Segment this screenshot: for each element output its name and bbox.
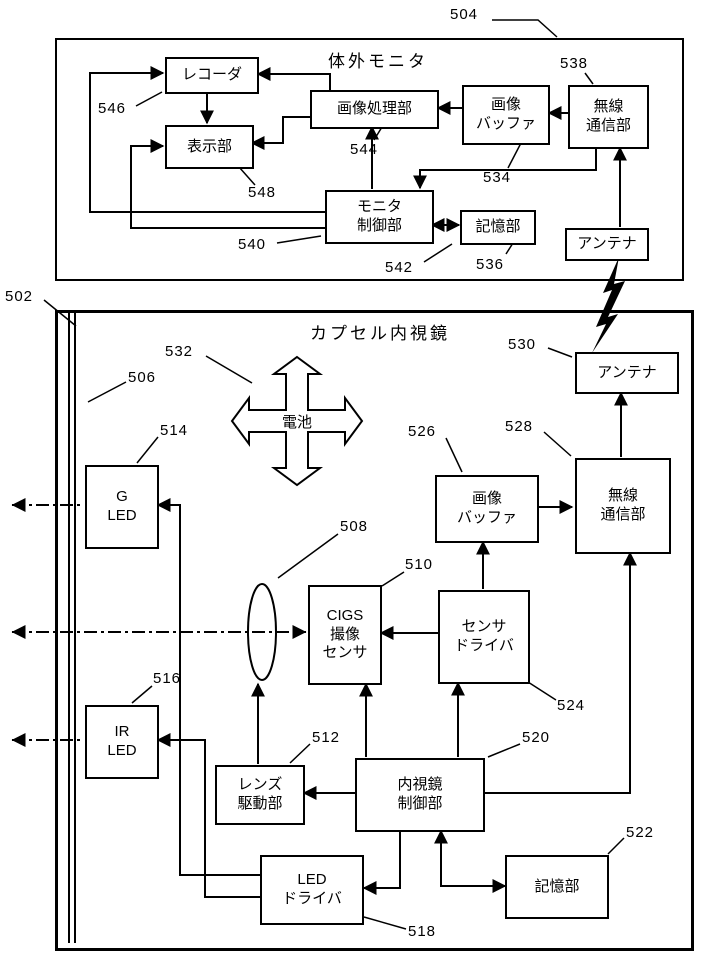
ref-label-512: 512 <box>312 729 341 746</box>
ref-label-522: 522 <box>626 824 655 841</box>
ref-label-538: 538 <box>560 55 589 72</box>
image-processor-box: 画像処理部 <box>310 90 439 129</box>
wireless-link-icon <box>592 257 625 353</box>
endoscope-control-box: 内視鏡 制御部 <box>355 758 485 832</box>
monitor-title: 体外モニタ <box>328 52 428 71</box>
monitor-outer-box <box>55 38 684 281</box>
capsule-connections <box>156 391 637 898</box>
monitor-connections <box>89 66 627 232</box>
ref-label-532: 532 <box>165 343 194 360</box>
ref-label-542: 542 <box>385 259 414 276</box>
capsule-title: カプセル内視鏡 <box>310 324 450 343</box>
recorder-box: レコーダ <box>165 57 259 94</box>
monitor-image-buffer-box: 画像 バッファ <box>462 85 550 145</box>
capsule-image-buffer-box: 画像 バッファ <box>435 475 539 543</box>
sensor-driver-box: センサ ドライバ <box>438 590 530 684</box>
g-led-box: G LED <box>85 465 159 549</box>
ref-label-518: 518 <box>408 923 437 940</box>
ref-leader-lines <box>43 19 625 930</box>
ref-label-508: 508 <box>340 518 369 535</box>
ref-label-506: 506 <box>128 369 157 386</box>
led-driver-box: LED ドライバ <box>260 855 364 925</box>
ref-label-502: 502 <box>5 288 34 305</box>
ref-label-546: 546 <box>98 100 127 117</box>
capsule-storage-box: 記憶部 <box>505 855 609 919</box>
lens-icon <box>247 583 277 681</box>
monitor-control-box: モニタ 制御部 <box>325 190 434 244</box>
ref-label-526: 526 <box>408 423 437 440</box>
ref-label-514: 514 <box>160 422 189 439</box>
ir-led-box: IR LED <box>85 705 159 779</box>
cigs-sensor-box: CIGS 撮像 センサ <box>308 585 382 685</box>
monitor-antenna-box: アンテナ <box>565 228 649 261</box>
monitor-storage-box: 記憶部 <box>460 210 536 245</box>
capsule-wireless-box: 無線 通信部 <box>575 458 671 554</box>
ref-label-540: 540 <box>238 236 267 253</box>
lens-driver-box: レンズ 駆動部 <box>215 765 305 825</box>
ref-label-504: 504 <box>450 6 479 23</box>
ref-label-510: 510 <box>405 556 434 573</box>
ref-label-548: 548 <box>248 184 277 201</box>
ref-label-528: 528 <box>505 418 534 435</box>
capsule-antenna-box: アンテナ <box>575 352 679 394</box>
ref-label-530: 530 <box>508 336 537 353</box>
monitor-wireless-box: 無線 通信部 <box>568 85 649 149</box>
battery-label: 電池 <box>281 413 312 431</box>
ref-label-520: 520 <box>522 729 551 746</box>
ref-label-536: 536 <box>476 256 505 273</box>
ref-label-534: 534 <box>483 169 512 186</box>
optical-axis-lines <box>11 498 307 747</box>
capsule-wall <box>68 312 76 943</box>
ref-label-524: 524 <box>557 697 586 714</box>
capsule-outer-box <box>55 310 694 951</box>
display-box: 表示部 <box>165 125 254 169</box>
ref-label-516: 516 <box>153 670 182 687</box>
battery-cross-icon <box>230 355 364 487</box>
ref-label-544: 544 <box>350 141 379 158</box>
